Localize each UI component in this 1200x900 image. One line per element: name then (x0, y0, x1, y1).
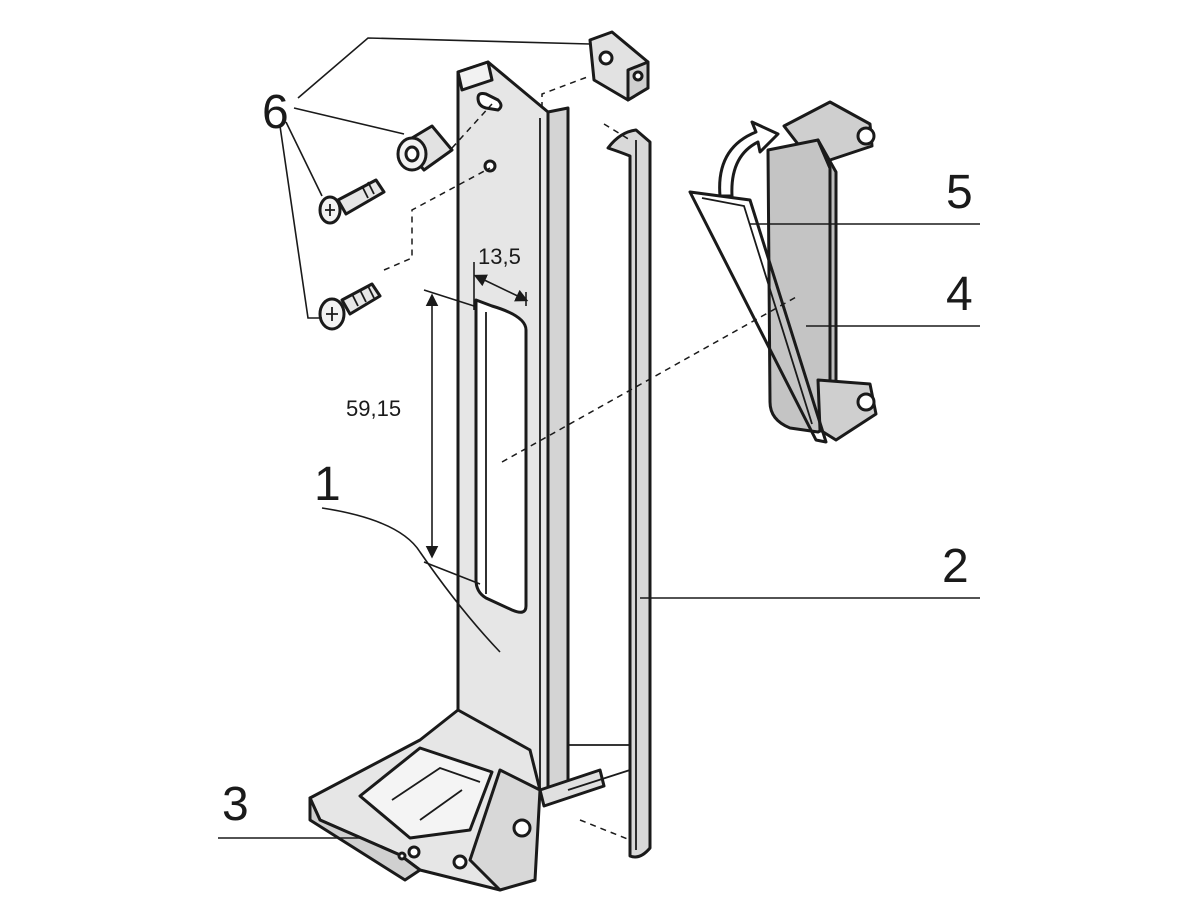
part-4-clip-cover (766, 100, 878, 442)
callout-2: 2 (942, 540, 969, 593)
screw-lower (318, 282, 382, 331)
part-1-profile-rail (456, 60, 570, 802)
assembly-path-bottom (579, 819, 631, 841)
nut-block (588, 30, 650, 102)
eccentric-bushing (396, 124, 454, 172)
callout-3: 3 (222, 778, 249, 831)
callout-5: 5 (946, 166, 973, 219)
leader-lines (218, 37, 980, 839)
dimension-width-label: 13,5 (478, 244, 521, 269)
part-2-seal-strip (567, 128, 652, 859)
dimension-height-label: 59,15 (346, 396, 401, 421)
screw-upper (318, 178, 386, 225)
assembly-path-nut (541, 75, 591, 108)
dimension-markers (423, 262, 529, 585)
part-3-lever-handle (308, 708, 606, 892)
assembly-path-bushing (451, 103, 493, 149)
rotate-arrow-icon (718, 120, 780, 198)
part-6-fasteners (318, 30, 650, 331)
assembly-path-clip (501, 295, 799, 463)
callout-1: 1 (314, 458, 341, 511)
callout-6: 6 (262, 86, 289, 139)
callout-4: 4 (946, 268, 973, 321)
assembly-path-seal (603, 123, 631, 141)
assembly-path-screw (383, 167, 491, 271)
